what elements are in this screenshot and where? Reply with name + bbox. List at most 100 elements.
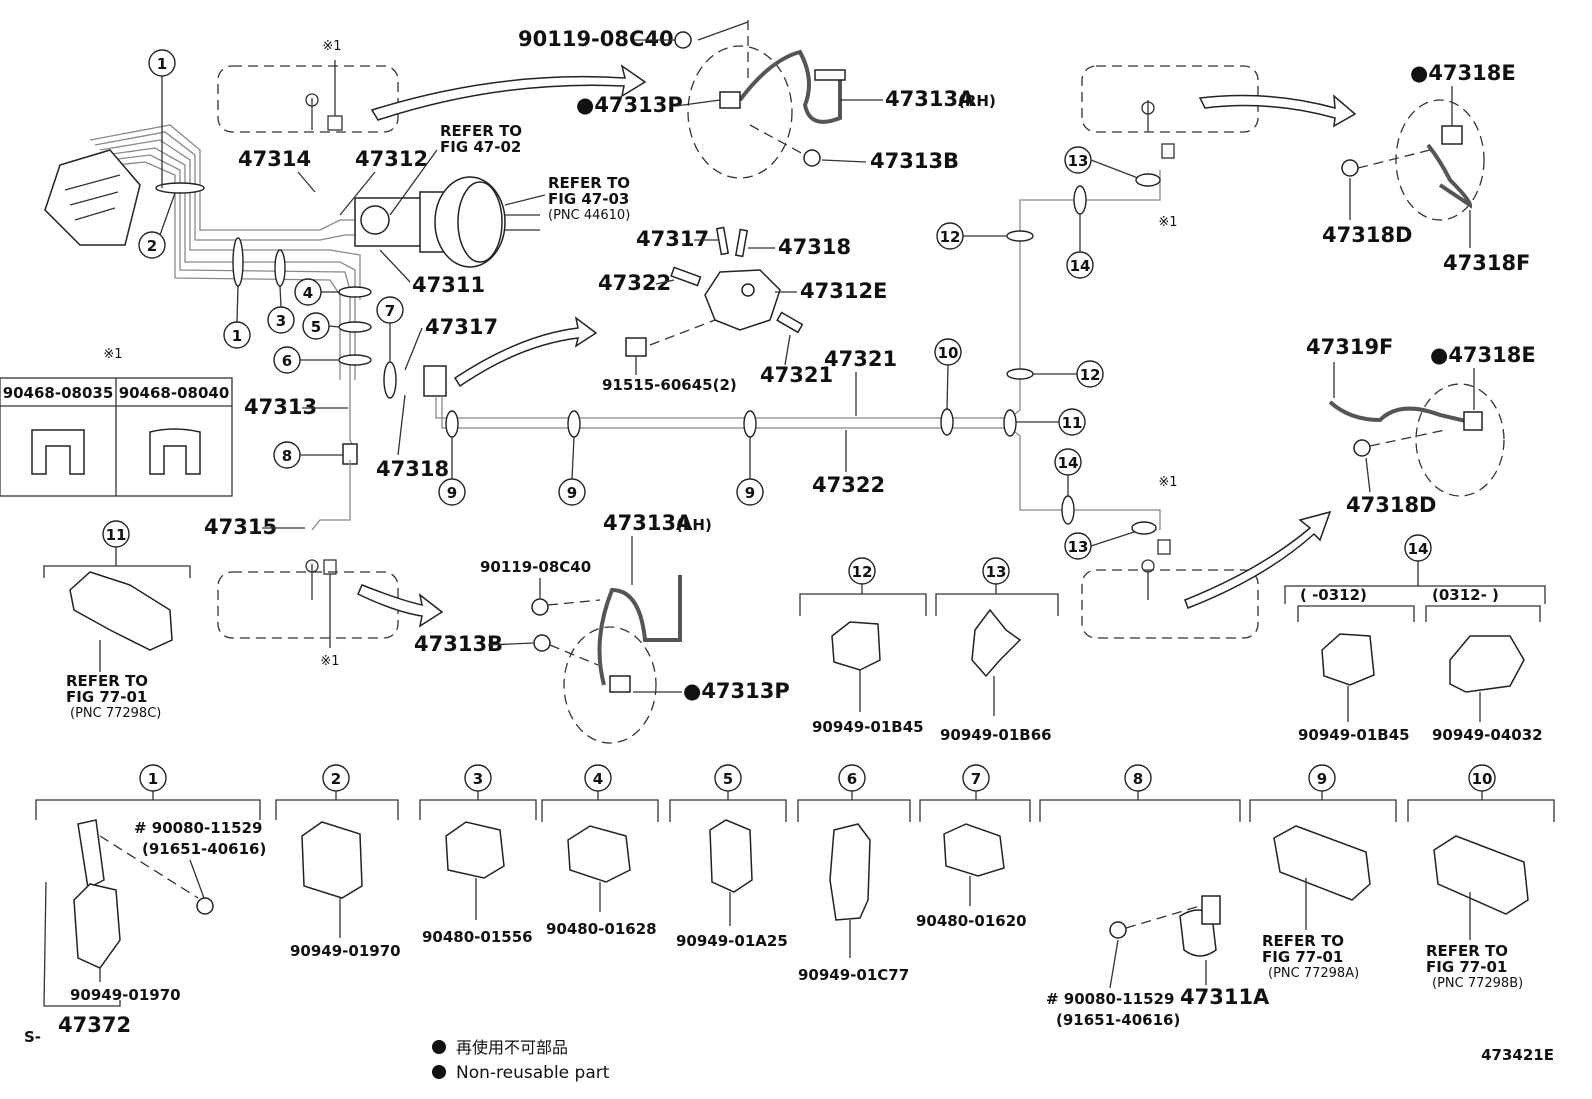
svg-text:2: 2	[331, 770, 341, 788]
svg-text:11: 11	[106, 526, 127, 544]
svg-text:47318: 47318	[376, 457, 449, 481]
callout-12a: 12	[936, 222, 964, 250]
clip-table: ※1 90468-08035 90468-08040	[0, 347, 233, 497]
svg-text:91515-60645(2): 91515-60645(2)	[602, 376, 737, 394]
master-cylinder-reservoir	[44, 149, 141, 246]
arrow-to-rear-rh	[1198, 94, 1357, 128]
legend: 再使用不可部品 Non-reusable part	[432, 1038, 610, 1083]
group-12: 12 90949-01B45	[799, 557, 927, 736]
non-reusable-bullet-icon	[432, 1040, 446, 1054]
svg-text:# 90080-11529: # 90080-11529	[1046, 990, 1174, 1008]
svg-text:FIG 77-01: FIG 77-01	[66, 688, 147, 706]
inset-lh	[563, 626, 657, 744]
clip-3-oval	[274, 249, 286, 287]
svg-text:(91651-40616): (91651-40616)	[142, 840, 266, 858]
svg-text:90949-01970: 90949-01970	[70, 986, 181, 1004]
svg-text:※1: ※1	[320, 654, 339, 669]
svg-text:47318D: 47318D	[1322, 223, 1413, 247]
callout-5: 5	[302, 312, 330, 340]
callout-11: 11	[1058, 408, 1086, 436]
arrow-to-rear-lh	[1184, 510, 1332, 609]
svg-text:47313B: 47313B	[870, 149, 959, 173]
callout-10: 10	[934, 338, 962, 366]
svg-text:90949-01C77: 90949-01C77	[798, 966, 909, 984]
svg-text:14: 14	[1070, 257, 1091, 275]
inset-rh	[687, 45, 793, 179]
svg-text:REFER TO: REFER TO	[440, 122, 522, 140]
svg-text:2: 2	[147, 237, 157, 255]
svg-text:90480-01628: 90480-01628	[546, 920, 657, 938]
svg-text:5: 5	[723, 770, 733, 788]
svg-text:47318: 47318	[778, 235, 851, 259]
svg-text:13: 13	[1068, 538, 1089, 556]
svg-text:90119-08C40: 90119-08C40	[480, 558, 591, 576]
callout-3: 3	[267, 306, 295, 334]
clip-5-icon	[709, 819, 753, 893]
svg-text:12: 12	[1080, 366, 1101, 384]
inset-top-left	[217, 65, 399, 133]
clip-14a-icon	[1321, 633, 1375, 686]
svg-text:10: 10	[938, 344, 959, 362]
inset-bottom-right	[1081, 569, 1259, 639]
svg-text:Non-reusable part: Non-reusable part	[456, 1063, 610, 1083]
callout-2: 2	[138, 231, 166, 259]
group-11: 11 REFER TO FIG 77-01 (PNC 77298C)	[43, 520, 191, 721]
svg-text:47317: 47317	[636, 227, 709, 251]
svg-text:7: 7	[385, 302, 395, 320]
inset-rear-lh	[1415, 383, 1505, 497]
svg-text:4: 4	[303, 284, 313, 302]
ref-fig-47-03: REFER TO FIG 47-03 (PNC 44610)	[504, 174, 630, 223]
svg-text:1: 1	[148, 770, 158, 788]
svg-text:(PNC 44610): (PNC 44610)	[548, 208, 630, 223]
svg-text:13: 13	[986, 563, 1007, 581]
svg-text:47313B: 47313B	[414, 632, 503, 656]
bracket-47372	[77, 819, 105, 890]
diagram-id: 473421E	[1481, 1046, 1554, 1064]
svg-text:47313: 47313	[244, 395, 317, 419]
svg-text:1: 1	[157, 55, 167, 73]
clip-6-oval	[338, 354, 372, 366]
svg-text:11: 11	[1062, 414, 1083, 432]
group-5: 5 90949-01A25	[669, 764, 788, 950]
callout-4: 4	[294, 278, 322, 306]
svg-text:90480-01620: 90480-01620	[916, 912, 1027, 930]
svg-text:47319F: 47319F	[1306, 335, 1393, 359]
callout-9a: 9	[438, 478, 466, 506]
group-6: 6 90949-01C77	[797, 764, 911, 984]
svg-text:90949-01A25: 90949-01A25	[676, 932, 788, 950]
svg-text:9: 9	[567, 484, 577, 502]
svg-text:47318D: 47318D	[1346, 493, 1437, 517]
callout-13a: 13	[1064, 146, 1092, 174]
svg-text:6: 6	[282, 352, 292, 370]
bracket-lh	[609, 675, 631, 693]
clip-2-oval	[155, 182, 205, 194]
group-8: 8 # 90080-11529 (91651-40616) 47311A	[1039, 764, 1270, 1029]
group-13: 13 90949-01B66	[935, 557, 1059, 744]
callout-1-top: 1	[148, 49, 176, 77]
clip-1-icon	[73, 883, 121, 969]
svg-text:再使用不可部品: 再使用不可部品	[456, 1038, 568, 1057]
group-1: 1 # 90080-11529 (91651-40616) 90949-0197…	[35, 764, 266, 1037]
clip-12-icon	[831, 621, 881, 671]
svg-text:3: 3	[276, 312, 286, 330]
svg-text:90480-01556: 90480-01556	[422, 928, 533, 946]
svg-text:13: 13	[1068, 152, 1089, 170]
clip-2-icon	[301, 821, 363, 899]
corner-mark: S-	[24, 1028, 41, 1046]
bracket-rh	[719, 91, 741, 109]
clip-9-icon	[1273, 825, 1371, 901]
svg-text:6: 6	[847, 770, 857, 788]
callout-7: 7	[376, 296, 404, 324]
svg-text:REFER TO: REFER TO	[1426, 942, 1508, 960]
bolt-rh-top	[674, 31, 692, 49]
svg-text:47318F: 47318F	[1443, 251, 1530, 275]
bolt-lh-top	[531, 598, 549, 616]
pipe-joint	[423, 365, 447, 397]
svg-text:(PNC 77298B): (PNC 77298B)	[1432, 976, 1523, 991]
svg-text:(PNC 77298C): (PNC 77298C)	[70, 706, 161, 721]
pipe-harness-left	[89, 124, 420, 451]
svg-text:12: 12	[852, 563, 873, 581]
svg-text:90949-04032: 90949-04032	[1432, 726, 1543, 744]
clip-3-icon	[445, 821, 505, 879]
